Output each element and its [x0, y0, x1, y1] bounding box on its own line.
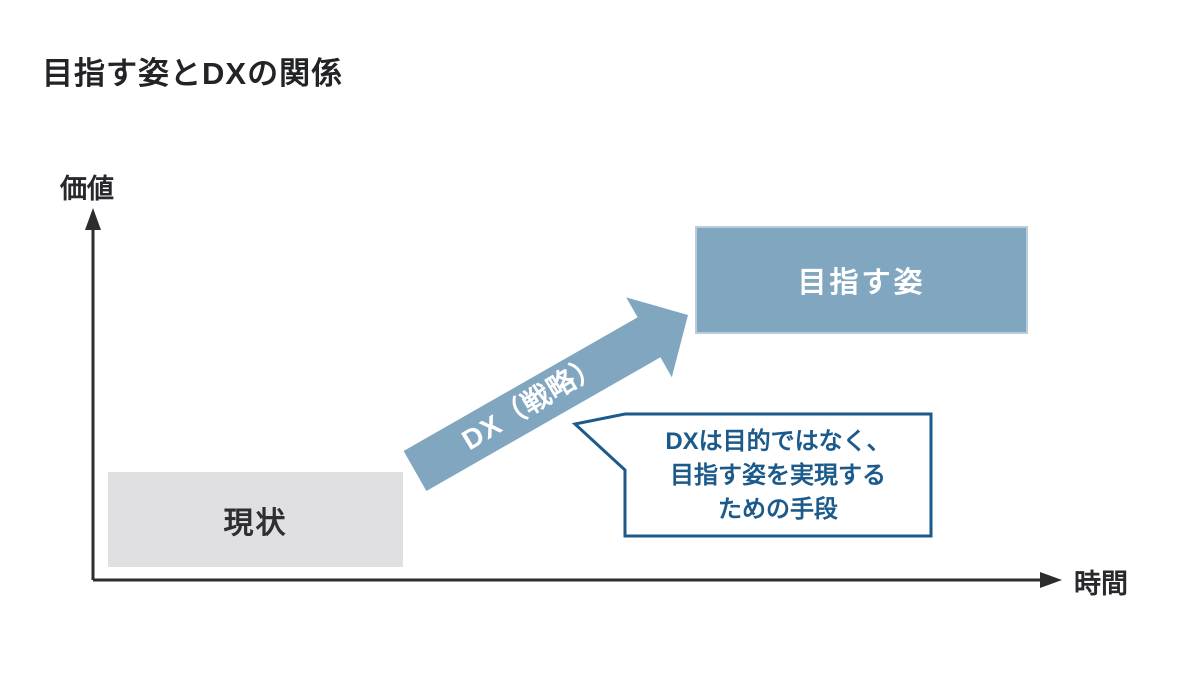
current-state-box: 現状 [108, 472, 403, 567]
callout-line-1: DXは目的ではなく、 [665, 427, 891, 455]
y-axis-label: 価値 [60, 174, 114, 204]
callout-bubble-shape [571, 412, 933, 538]
callout-line-3: ための手段 [718, 495, 838, 523]
dx-arrow-shape [403, 297, 688, 491]
target-state-label: 目指す姿 [797, 267, 926, 299]
current-state-label: 現状 [223, 506, 288, 540]
page-title: 目指す姿とDXの関係 [42, 56, 344, 91]
x-axis-label: 時間 [1074, 569, 1128, 599]
y-axis-up-arrow-icon [85, 208, 101, 230]
x-axis-right-arrow-icon [1040, 572, 1062, 588]
callout-text-block: DXは目的ではなく、 目指す姿を実現する ための手段 [627, 417, 929, 534]
callout-line-2: 目指す姿を実現する [670, 461, 886, 489]
target-state-box: 目指す姿 [695, 226, 1028, 334]
